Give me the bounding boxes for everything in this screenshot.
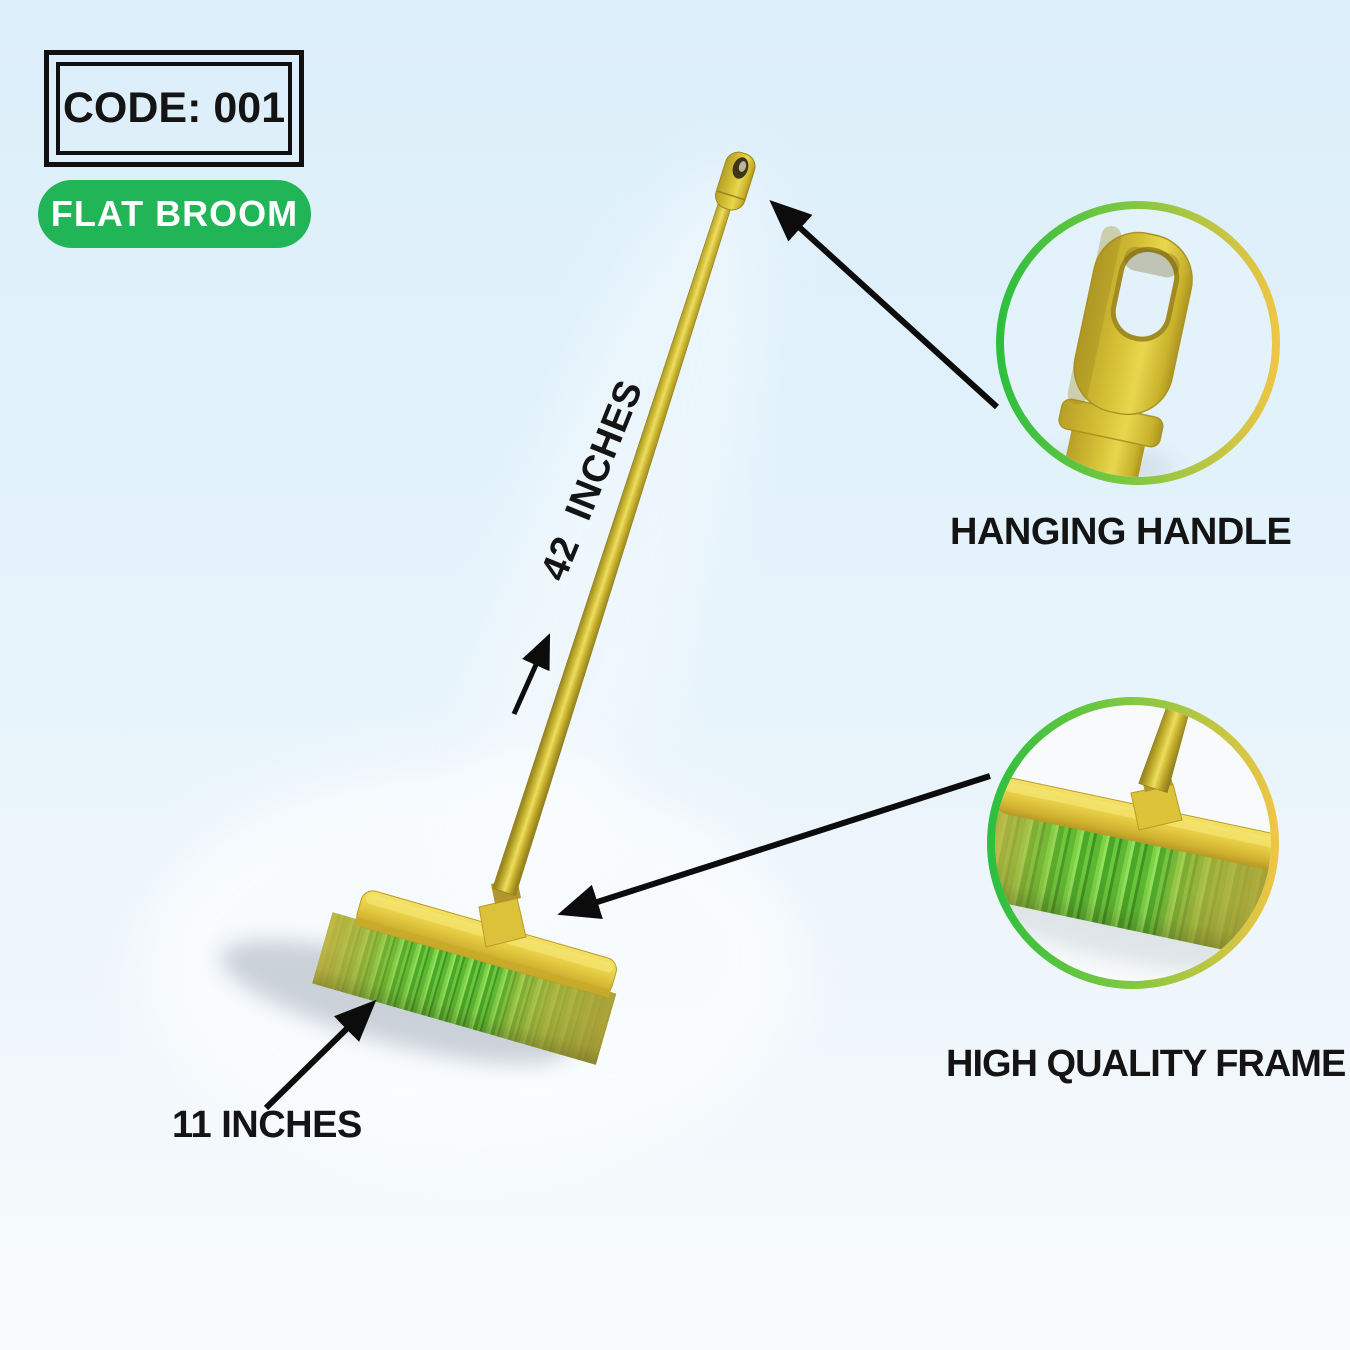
hanging-cap-closeup — [1055, 226, 1193, 477]
head-width-label: 11 INCHES — [172, 1104, 362, 1146]
arrow-head-width — [263, 999, 377, 1111]
broom-hanging-cap — [715, 151, 756, 211]
arrow-to-hanging-handle — [769, 199, 1000, 410]
category-badge: FLAT BROOM — [38, 180, 311, 248]
frame-closeup-handle — [1138, 705, 1192, 793]
annotation-arrows — [263, 199, 1000, 1111]
callout-top-label: HANGING HANDLE — [950, 511, 1292, 553]
hanging-hole — [1110, 246, 1180, 342]
arrow-to-frame — [557, 773, 991, 920]
category-label: FLAT BROOM — [50, 193, 299, 234]
callout-circle-frame — [987, 697, 1279, 989]
product-code-label: CODE: 001 — [62, 84, 286, 132]
arrow-handle-length — [511, 633, 551, 716]
product-code-badge: CODE: 001 — [44, 50, 304, 167]
callout-bottom-label: HIGH QUALITY FRAME — [946, 1043, 1346, 1085]
callout-circle-hanging-handle — [996, 201, 1280, 485]
product-code-inner-frame: CODE: 001 — [56, 62, 292, 155]
